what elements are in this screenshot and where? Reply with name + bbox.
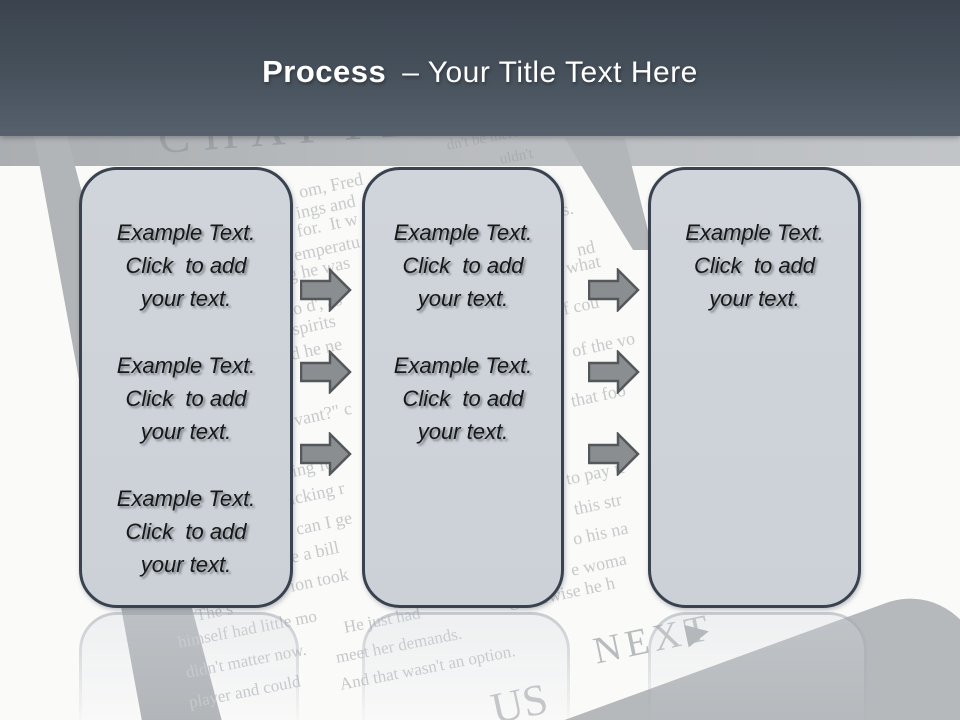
book-cover-top-band [0, 136, 960, 166]
watermark-text-fragment: this str [571, 489, 624, 519]
process-box-1[interactable]: Example Text. Click to add your text. Ex… [79, 167, 293, 608]
process-box-2[interactable]: Example Text. Click to add your text. Ex… [362, 167, 564, 608]
text-placeholder[interactable]: Example Text. Click to add your text. [90, 482, 282, 581]
text-line: Click to add [125, 253, 247, 278]
title-keyword: Process [262, 54, 387, 89]
text-line: Click to add [125, 519, 247, 544]
title-subtitle: – Your Title Text Here [402, 56, 698, 89]
box-reflection-1 [79, 612, 299, 720]
text-line: Example Text. [116, 220, 256, 245]
box-reflection-3 [648, 612, 867, 720]
page-title[interactable]: Process – Your Title Text Here [262, 46, 698, 90]
title-bar: Process – Your Title Text Here [0, 0, 960, 136]
right-arrow[interactable] [588, 432, 640, 476]
text-line: Example Text. [685, 220, 824, 245]
text-placeholder[interactable]: Example Text. Click to add your text. [659, 216, 850, 315]
right-arrow[interactable] [588, 268, 640, 312]
right-arrow[interactable] [300, 432, 352, 476]
text-line: Example Text. [116, 353, 256, 378]
watermark-text-fragment: vant?" c [291, 397, 354, 430]
text-line: Click to add [693, 253, 816, 278]
text-line: your text. [417, 419, 509, 444]
text-line: Example Text. [116, 486, 256, 511]
text-line: your text. [140, 552, 232, 577]
text-line: Example Text. [393, 353, 533, 378]
watermark-text-fragment: can I ge [293, 507, 354, 539]
watermark-text-fragment: o his na [570, 517, 630, 549]
text-line: Click to add [402, 253, 524, 278]
text-line: Example Text. [393, 220, 533, 245]
text-line: your text. [140, 419, 232, 444]
right-arrow[interactable] [300, 350, 352, 394]
text-line: your text. [417, 286, 509, 311]
text-line: your text. [709, 286, 800, 311]
text-line: Click to add [402, 386, 524, 411]
watermark-text-fragment: ion took [287, 563, 351, 596]
text-line: your text. [140, 286, 232, 311]
right-arrow[interactable] [300, 268, 352, 312]
text-line: Click to add [125, 386, 247, 411]
text-placeholder[interactable]: Example Text. Click to add your text. [373, 349, 553, 448]
right-arrow[interactable] [588, 350, 640, 394]
text-placeholder[interactable]: Example Text. Click to add your text. [90, 349, 282, 448]
box-reflection-2 [362, 612, 570, 720]
text-placeholder[interactable]: Example Text. Click to add your text. [90, 216, 282, 315]
process-box-3[interactable]: Example Text. Click to add your text. [648, 167, 861, 608]
text-placeholder[interactable]: Example Text. Click to add your text. [373, 216, 553, 315]
